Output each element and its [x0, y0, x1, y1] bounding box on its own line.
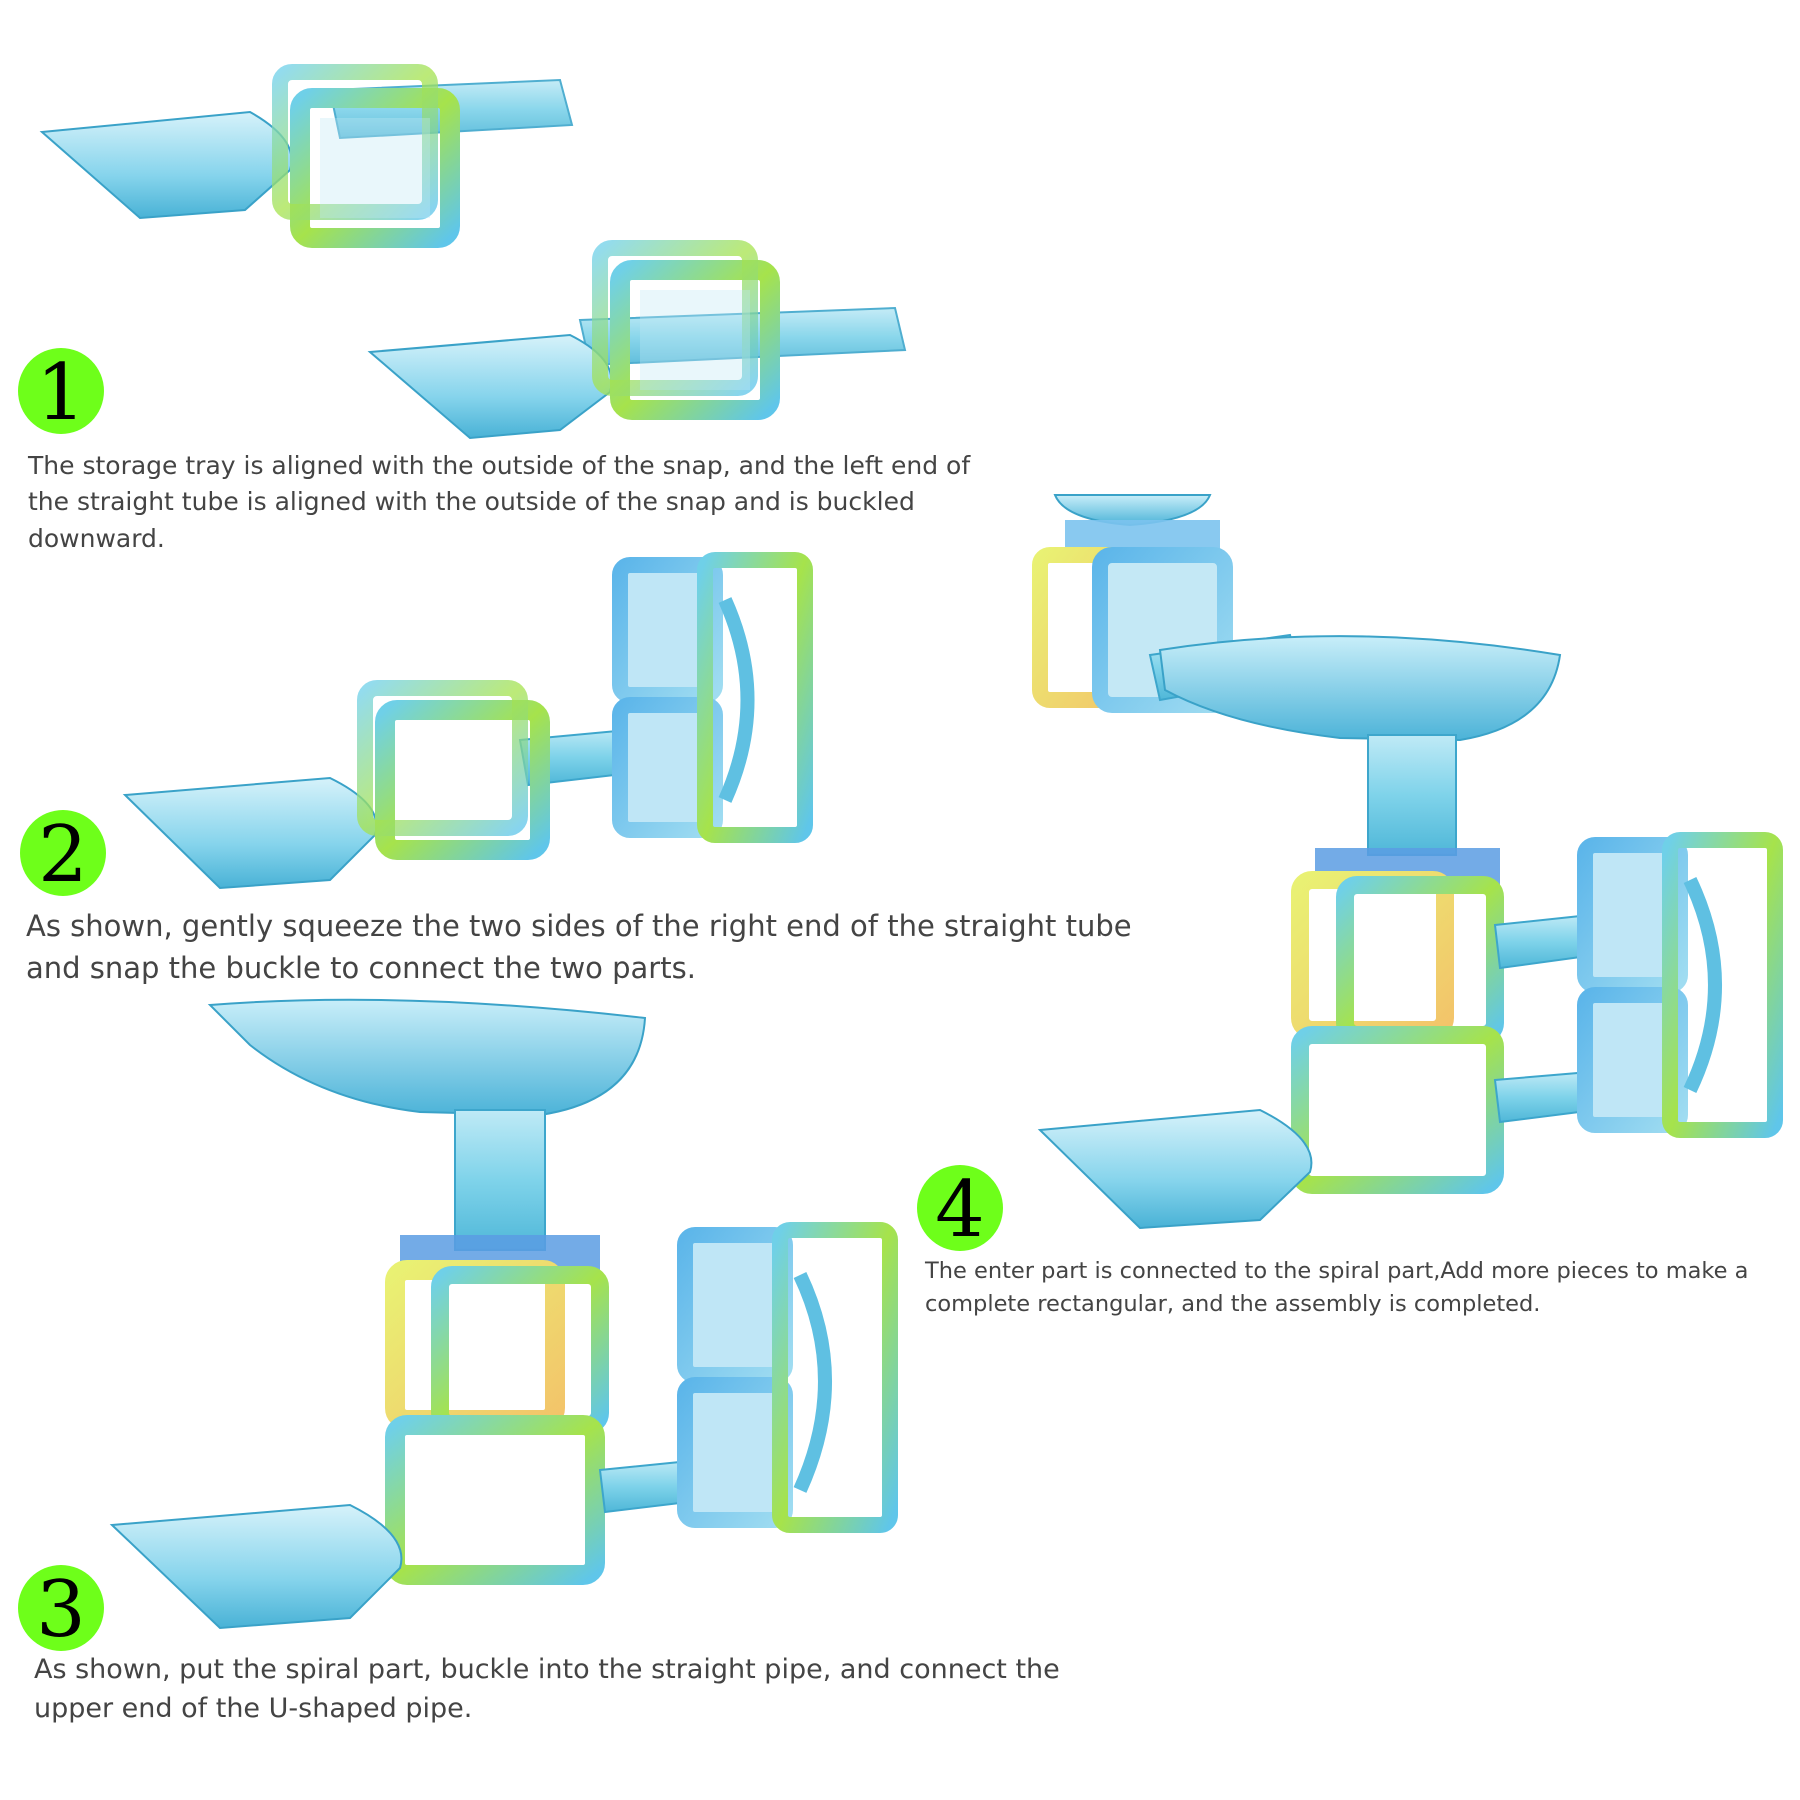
green-cube-bottom	[385, 1415, 605, 1585]
step-3-number: 3	[36, 1565, 86, 1655]
entry-bowl	[1158, 635, 1562, 742]
assembly-1b	[367, 240, 907, 440]
caption-line: downward.	[28, 523, 165, 553]
caption-line: complete rectangular, and the assembly i…	[925, 1290, 1541, 1317]
caption-line: upper end of the U-shaped pipe.	[34, 1693, 473, 1725]
side-frame	[772, 1222, 898, 1533]
entry-bowl	[207, 998, 647, 1117]
magnet-cube-front	[610, 260, 780, 420]
step-1-illustration	[39, 64, 907, 440]
magnet-cube-back	[592, 240, 758, 396]
step-4-number: 4	[935, 1165, 985, 1255]
step-2-caption: As shown, gently squeeze the two sides o…	[26, 905, 1216, 989]
vertical-pipe	[1367, 734, 1457, 856]
step-3-caption: As shown, put the spiral part, buckle in…	[34, 1650, 1154, 1728]
caption-line: and snap the buckle to connect the two p…	[26, 951, 696, 986]
magnet-cube-front	[375, 700, 550, 860]
step-2-illustration	[122, 552, 813, 890]
step-1-badge: 1	[18, 348, 104, 434]
step-4-illustration	[1032, 494, 1783, 1230]
step-2-badge: 2	[20, 810, 106, 896]
spiral-curve	[1683, 876, 1722, 1094]
side-frame	[1662, 832, 1783, 1138]
magnet-cube-back	[357, 680, 528, 836]
side-frame	[697, 552, 813, 843]
caption-line: As shown, put the spiral part, buckle in…	[34, 1654, 1060, 1685]
storage-tray	[367, 333, 613, 440]
spiral-tower-upper	[677, 1227, 793, 1383]
caption-line: The storage tray is aligned with the out…	[28, 451, 971, 480]
storage-tray	[109, 1503, 403, 1630]
storage-tray	[1037, 1108, 1313, 1230]
caption-line: As shown, gently squeeze the two sides o…	[26, 909, 1132, 943]
spiral-tower-upper	[1577, 837, 1688, 993]
storage-tray	[122, 776, 378, 890]
yellow-cube	[1291, 871, 1454, 1039]
step-1-number: 1	[36, 348, 86, 438]
spiral-curve	[718, 597, 755, 803]
spiral-tower-lower	[612, 697, 723, 838]
spiral-tower-lower	[1577, 987, 1688, 1133]
step-3-badge: 3	[18, 1565, 104, 1651]
spiral-tower-lower	[677, 1377, 793, 1528]
step-1-caption: The storage tray is aligned with the out…	[28, 448, 1018, 557]
caption-line: the straight tube is aligned with the ou…	[28, 487, 915, 517]
green-cube-bottom	[1291, 1026, 1504, 1194]
assembly-1a	[39, 64, 574, 248]
green-cube-top	[1336, 876, 1504, 1044]
storage-tray	[39, 110, 293, 220]
yellow-cube	[385, 1260, 565, 1430]
step-3-illustration	[109, 998, 898, 1630]
caption-line: The enter part is connected to the spira…	[925, 1258, 1749, 1284]
magnet-cube-back	[272, 64, 438, 220]
spiral-tower-upper	[612, 557, 723, 703]
step-4-badge: 4	[917, 1165, 1003, 1251]
spiral-curve	[793, 1271, 832, 1493]
magnet-cube-front	[290, 88, 460, 248]
step-4-caption: The enter part is connected to the spira…	[925, 1255, 1795, 1320]
vertical-pipe	[454, 1109, 546, 1251]
step-2-number: 2	[38, 810, 88, 900]
green-cube-top	[431, 1266, 609, 1434]
